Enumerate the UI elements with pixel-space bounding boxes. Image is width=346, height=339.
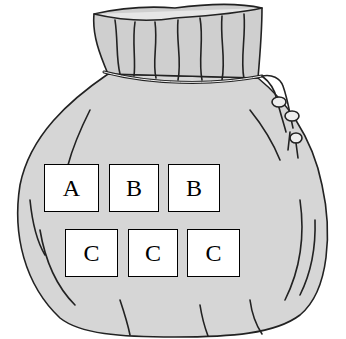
letter-card: B — [168, 164, 220, 212]
card-letter: B — [186, 176, 202, 200]
letter-card: B — [109, 164, 159, 212]
letter-card: A — [44, 164, 99, 212]
card-letter: A — [63, 176, 80, 200]
letter-card: C — [128, 229, 178, 277]
card-letter: C — [205, 241, 221, 265]
letter-card: C — [65, 229, 118, 277]
card-letter: C — [83, 241, 99, 265]
card-letter: B — [126, 176, 142, 200]
letter-card: C — [187, 229, 240, 277]
card-letter: C — [145, 241, 161, 265]
